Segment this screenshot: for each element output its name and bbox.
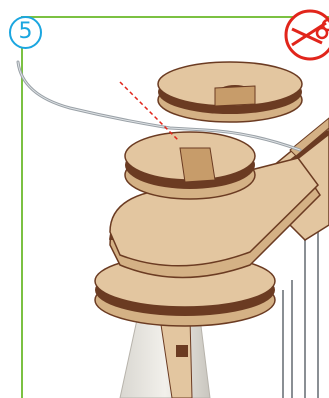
stand-slot: [176, 345, 188, 357]
support-rods: [283, 220, 318, 398]
disc-middle: [125, 132, 255, 199]
step-number-badge: 5: [9, 16, 42, 49]
scissors-icon: [286, 11, 329, 59]
disc-top: [158, 62, 302, 122]
